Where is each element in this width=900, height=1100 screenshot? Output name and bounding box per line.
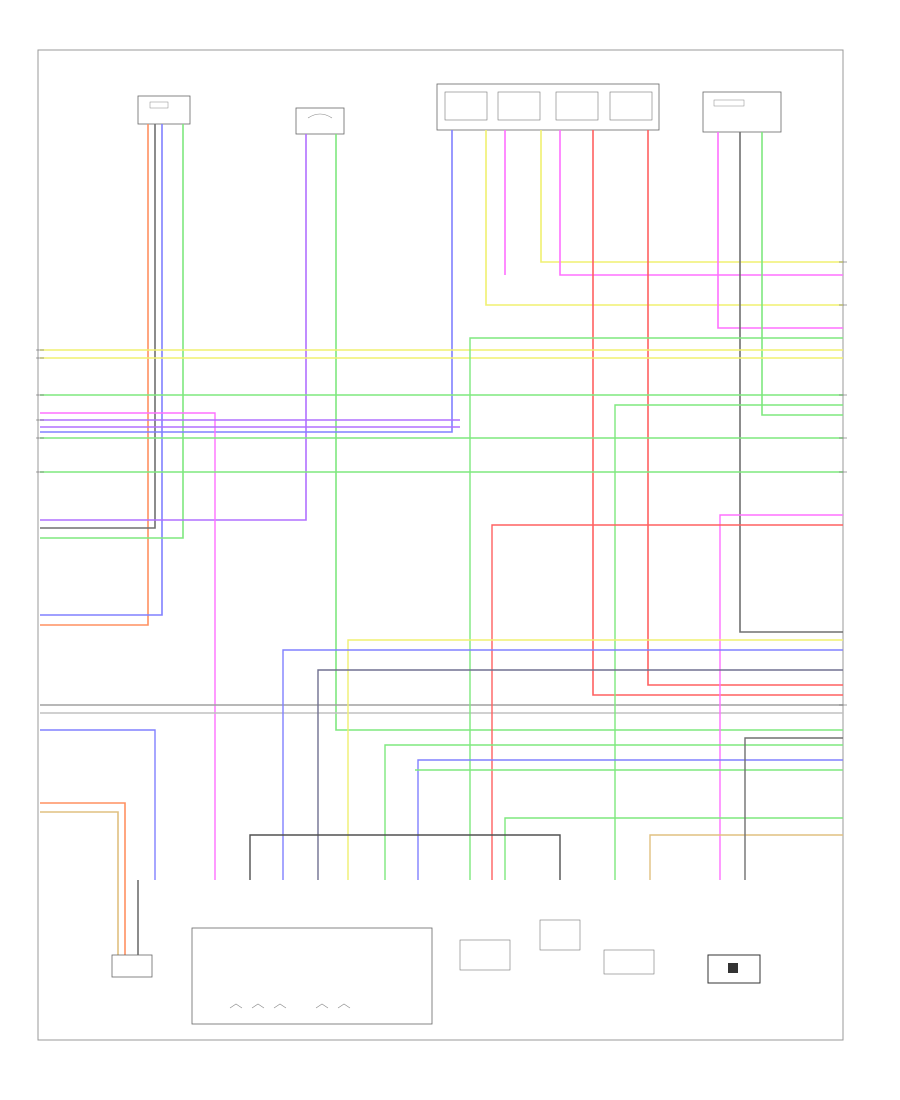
horizontal-bus-wires	[40, 349, 843, 880]
top-vertical-wires	[40, 124, 843, 731]
component-bottom-ecm	[191, 927, 433, 1025]
component-bottom-sensor-a	[459, 939, 511, 971]
right-side-risers	[249, 337, 843, 880]
component-top-sensor-1	[137, 95, 191, 125]
edge-connector-ticks	[36, 261, 847, 706]
component-bottom-sensor-c	[603, 949, 655, 975]
diagram-frame	[37, 49, 844, 1041]
bottom-left-wires	[40, 802, 139, 955]
component-top-o2-sensors	[436, 83, 660, 131]
component-bottom-sensor-b	[539, 919, 581, 951]
component-top-right-module	[702, 91, 782, 133]
component-top-sensor-2	[295, 107, 345, 135]
component-bottom-sensor-d	[707, 954, 761, 984]
component-bottom-left-fuel-sensor	[111, 954, 153, 978]
